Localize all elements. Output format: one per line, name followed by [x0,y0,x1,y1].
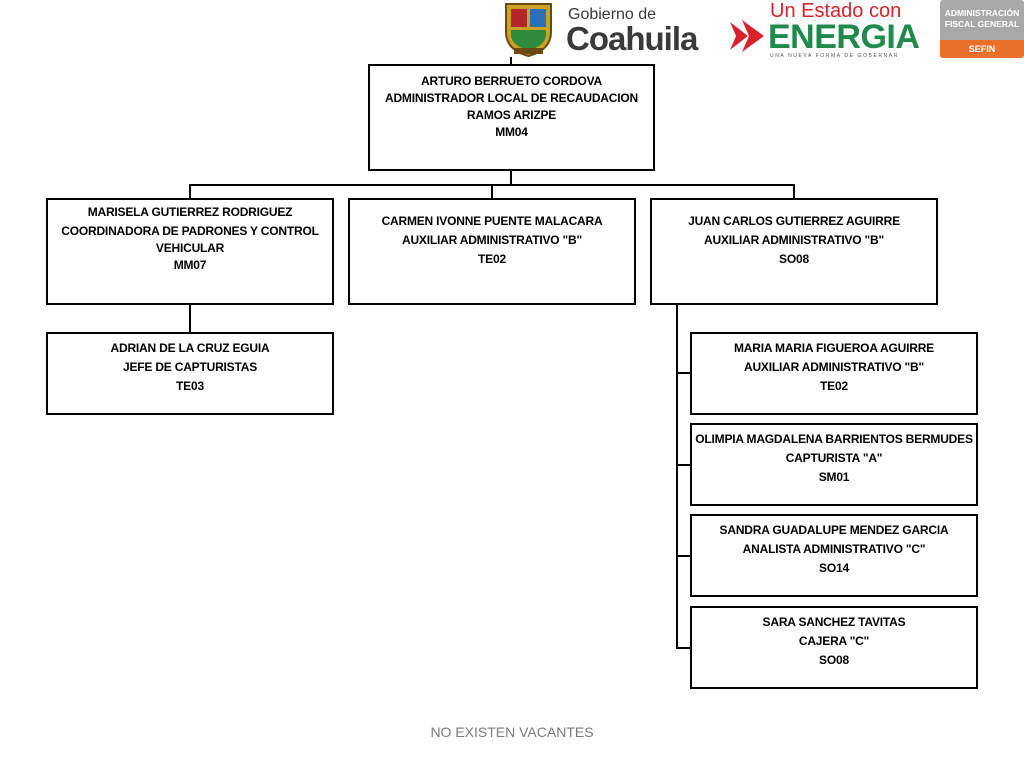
org-box-cajera-sara: SARA SANCHEZ TAVITAS CAJERA "C" SO08 [690,606,978,689]
gobierno-label: Gobierno de [568,6,657,23]
position-code: MM04 [495,125,528,139]
org-box-jefe-capturistas: ADRIAN DE LA CRUZ EGUIA JEFE DE CAPTURIS… [46,332,334,415]
person-name: OLIMPIA MAGDALENA BARRIENTOS BERMUDES [695,432,973,446]
position-title: JEFE DE CAPTURISTAS [123,360,257,374]
sefin-label: SEFIN [940,40,1024,58]
position-code: TE02 [820,379,848,393]
position-title-line2: VEHICULAR [155,241,225,255]
connector-line [676,647,691,649]
position-title: AUXILIAR ADMINISTRATIVO "B" [744,360,924,374]
sefin-line1: ADMINISTRACIÓN [944,8,1020,18]
org-box-auxiliar-carmen: CARMEN IVONNE PUENTE MALACARA AUXILIAR A… [348,198,636,305]
org-box-analista-sandra: SANDRA GUADALUPE MENDEZ GARCIA ANALISTA … [690,514,978,597]
position-code: SO14 [819,561,849,575]
position-title-line2: RAMOS ARIZPE [466,108,557,122]
connector-line [676,304,678,648]
person-name: JUAN CARLOS GUTIERREZ AGUIRRE [688,214,900,228]
connector-line [189,184,191,199]
position-title: CAPTURISTA "A" [785,451,883,465]
sefin-logo: ADMINISTRACIÓN FISCAL GENERAL SEFIN [940,0,1024,58]
position-title: COORDINADORA DE PADRONES Y CONTROL [61,224,319,238]
person-name: ARTURO BERRUETO CORDOVA [421,74,602,88]
position-code: TE03 [176,379,204,393]
connector-line [793,184,795,199]
energia-slogan-top: Un Estado con [770,0,902,22]
position-title: AUXILIAR ADMINISTRATIVO "B" [402,233,582,247]
position-title: AUXILIAR ADMINISTRATIVO "B" [704,233,884,247]
connector-line [676,464,691,466]
person-name: MARISELA GUTIERREZ RODRIGUEZ [87,205,293,219]
position-code: SM01 [818,470,850,484]
coahuila-label: Coahuila [566,20,698,57]
org-box-auxiliar-maria: MARIA MARIA FIGUEROA AGUIRRE AUXILIAR AD… [690,332,978,415]
person-name: ADRIAN DE LA CRUZ EGUIA [110,341,270,355]
connector-line [676,372,691,374]
person-name: SANDRA GUADALUPE MENDEZ GARCIA [719,523,949,537]
connector-line [189,304,191,333]
position-title: ANALISTA ADMINISTRATIVO "C" [742,542,926,556]
person-name: CARMEN IVONNE PUENTE MALACARA [381,214,603,228]
connector-line [491,184,493,199]
position-title: ADMINISTRADOR LOCAL DE RECAUDACION [385,91,638,105]
energia-tagline: UNA NUEVA FORMA DE GOBERNAR [770,53,899,59]
org-box-coordinadora: MARISELA GUTIERREZ RODRIGUEZ COORDINADOR… [46,198,334,305]
connector-line [676,555,691,557]
vacancies-note: NO EXISTEN VACANTES [430,724,594,740]
org-box-root: ARTURO BERRUETO CORDOVA ADMINISTRADOR LO… [368,64,655,171]
position-code: SO08 [779,252,809,266]
person-name: MARIA MARIA FIGUEROA AGUIRRE [734,341,934,355]
energia-mark-icon [728,16,766,56]
connector-line [510,57,512,65]
position-code: SO08 [819,653,849,667]
position-code: TE02 [478,252,506,266]
energia-slogan-main: ENERGIA [768,18,920,56]
sefin-line2: FISCAL GENERAL [944,19,1020,29]
org-box-auxiliar-juan: JUAN CARLOS GUTIERREZ AGUIRRE AUXILIAR A… [650,198,938,305]
position-title: CAJERA "C" [798,634,870,648]
org-box-capturista-olimpia: OLIMPIA MAGDALENA BARRIENTOS BERMUDES CA… [690,423,978,506]
connector-line [510,170,512,184]
coahuila-shield-logo [500,0,557,58]
person-name: SARA SANCHEZ TAVITAS [762,615,906,629]
position-code: MM07 [173,258,207,272]
